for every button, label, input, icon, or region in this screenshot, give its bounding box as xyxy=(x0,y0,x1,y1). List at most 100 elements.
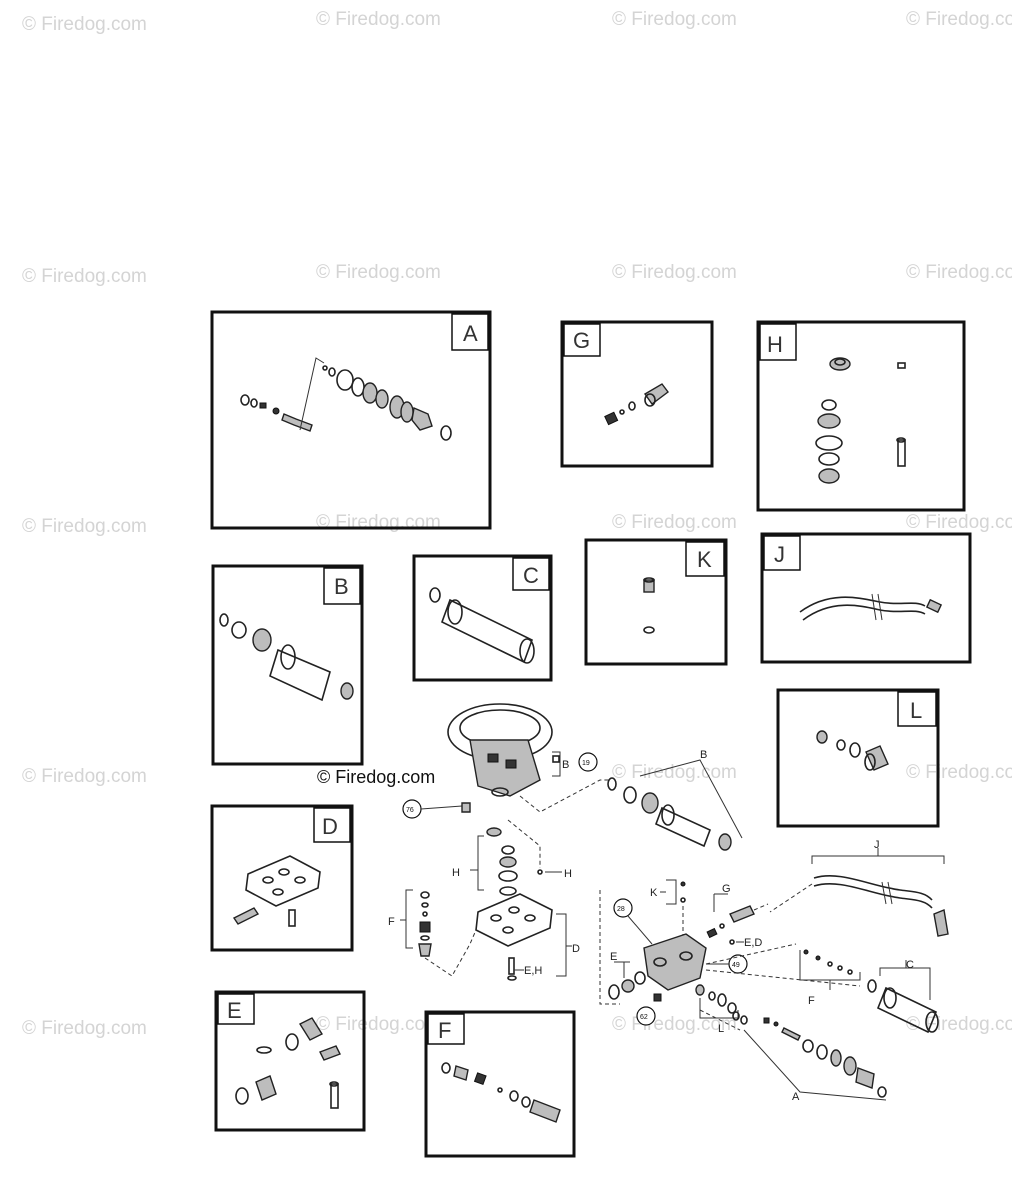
callout-62-label: 62 xyxy=(640,1014,648,1021)
watermark: © Firedog.com xyxy=(22,766,147,787)
panel-b: B xyxy=(211,564,364,766)
panel-j-frame xyxy=(760,532,972,664)
callout-28-label: 28 xyxy=(617,906,625,913)
panel-j-tab xyxy=(763,535,801,571)
watermark: © Firedog.com xyxy=(612,262,737,283)
panel-d-label: D xyxy=(322,814,338,839)
panel-h-tab xyxy=(759,323,797,361)
panel-h-frame xyxy=(756,320,966,512)
pump-head xyxy=(643,933,707,991)
panel-e-label: E xyxy=(227,998,242,1023)
panel-e-tab xyxy=(217,993,255,1025)
e-d-part xyxy=(729,939,735,945)
watermark: © Firedog.com xyxy=(22,516,147,537)
valve-assembly xyxy=(732,1011,887,1098)
piston-sleeve-parts xyxy=(429,587,535,664)
annotation-j-top: J xyxy=(874,839,880,851)
leader-manifold xyxy=(599,890,620,1005)
panel-k-label: K xyxy=(697,547,712,572)
d-bracket xyxy=(556,913,572,977)
panel-d: D xyxy=(210,804,354,952)
watermark: © Firedog.com xyxy=(316,262,441,283)
callout-62: 62 xyxy=(636,993,662,1026)
callout-76-label: 76 xyxy=(406,807,414,814)
panel-d-tab xyxy=(313,807,351,843)
panel-k-tab xyxy=(685,541,725,577)
panel-j: J xyxy=(760,532,972,664)
valve-assembly-parts xyxy=(240,357,452,441)
panel-g-tab xyxy=(563,323,601,357)
watermark: © Firedog.com xyxy=(906,1014,1012,1035)
inlet-parts xyxy=(816,730,889,771)
panel-f-frame xyxy=(424,1010,576,1158)
panel-c-label: C xyxy=(523,563,539,588)
panel-a-label: A xyxy=(463,321,478,346)
callout-49-label: 49 xyxy=(732,962,740,969)
panel-d-frame xyxy=(210,804,354,952)
watermark: © Firedog.com xyxy=(906,762,1012,783)
unloader-assembly xyxy=(706,905,755,939)
seal-stack xyxy=(486,827,543,896)
annotation-c-right: C xyxy=(906,959,914,971)
check-valve-assembly xyxy=(608,971,646,1000)
annotation-e-h: E,H xyxy=(524,965,542,977)
a-bracket xyxy=(743,1029,887,1101)
callout-28: 28 xyxy=(613,898,653,945)
panel-l-tab xyxy=(897,691,937,727)
main-assembly: © Firedog.com B 19 76 B xyxy=(317,703,949,1103)
piston-sleeve-assembly xyxy=(867,979,939,1034)
relief-stack xyxy=(418,891,432,957)
hose-assembly xyxy=(813,874,949,937)
panel-l: L xyxy=(776,688,940,828)
leader-head-f xyxy=(705,943,797,965)
panel-h-label: H xyxy=(767,332,783,357)
annotation-a-bottom: A xyxy=(792,1091,800,1103)
panel-l-label: L xyxy=(910,698,922,723)
watermark: © Firedog.com xyxy=(22,266,147,287)
annotation-f-left: F xyxy=(388,916,395,928)
callout-19: 19 xyxy=(578,752,598,772)
accumulator-assembly xyxy=(607,777,732,851)
f-bracket-right xyxy=(799,950,861,990)
panel-f-tab xyxy=(427,1013,465,1045)
relief-valve-parts xyxy=(441,1062,561,1123)
annotation-e-d: E,D xyxy=(744,937,762,949)
callout-49: 49 xyxy=(706,954,748,974)
leader-head-a xyxy=(699,1009,741,1031)
annotation-b-top: B xyxy=(700,749,707,761)
annotation-l-mid: L xyxy=(718,1023,724,1035)
panel-b-tab xyxy=(323,567,361,605)
watermark: © Firedog.com xyxy=(22,14,147,35)
callout-76: 76 xyxy=(402,799,471,819)
fitting-parts xyxy=(643,577,655,634)
leader-g xyxy=(753,903,769,911)
panel-e: E xyxy=(214,990,366,1132)
panel-b-label: B xyxy=(334,574,349,599)
inlet-assembly xyxy=(695,984,737,1014)
b-top-bracket xyxy=(639,759,743,839)
panel-c-frame xyxy=(412,554,553,682)
c-bracket xyxy=(879,960,931,1000)
g-bracket xyxy=(713,893,728,912)
e-bracket xyxy=(614,961,630,978)
panel-g: G xyxy=(560,320,714,468)
unloader-parts xyxy=(604,383,669,426)
annotation-h-left: H xyxy=(452,867,460,879)
h-bracket xyxy=(470,835,484,891)
accumulator-parts xyxy=(219,613,354,702)
f-bracket xyxy=(400,889,413,949)
copyright-text: © Firedog.com xyxy=(317,767,435,787)
annotation-e-mid: E xyxy=(610,951,617,963)
panel-c: C xyxy=(412,554,553,682)
panel-j-label: J xyxy=(774,542,785,567)
check-valve-parts xyxy=(235,1017,341,1109)
watermark: © Firedog.com xyxy=(906,262,1012,283)
watermark: © Firedog.com xyxy=(316,512,441,533)
annotation-f-mid: F xyxy=(808,995,815,1007)
annotation-b-left: B xyxy=(562,759,569,771)
relief-assembly xyxy=(803,949,853,975)
panel-b-frame xyxy=(211,564,364,766)
panel-g-label: G xyxy=(573,328,590,353)
b-bracket xyxy=(552,751,561,777)
